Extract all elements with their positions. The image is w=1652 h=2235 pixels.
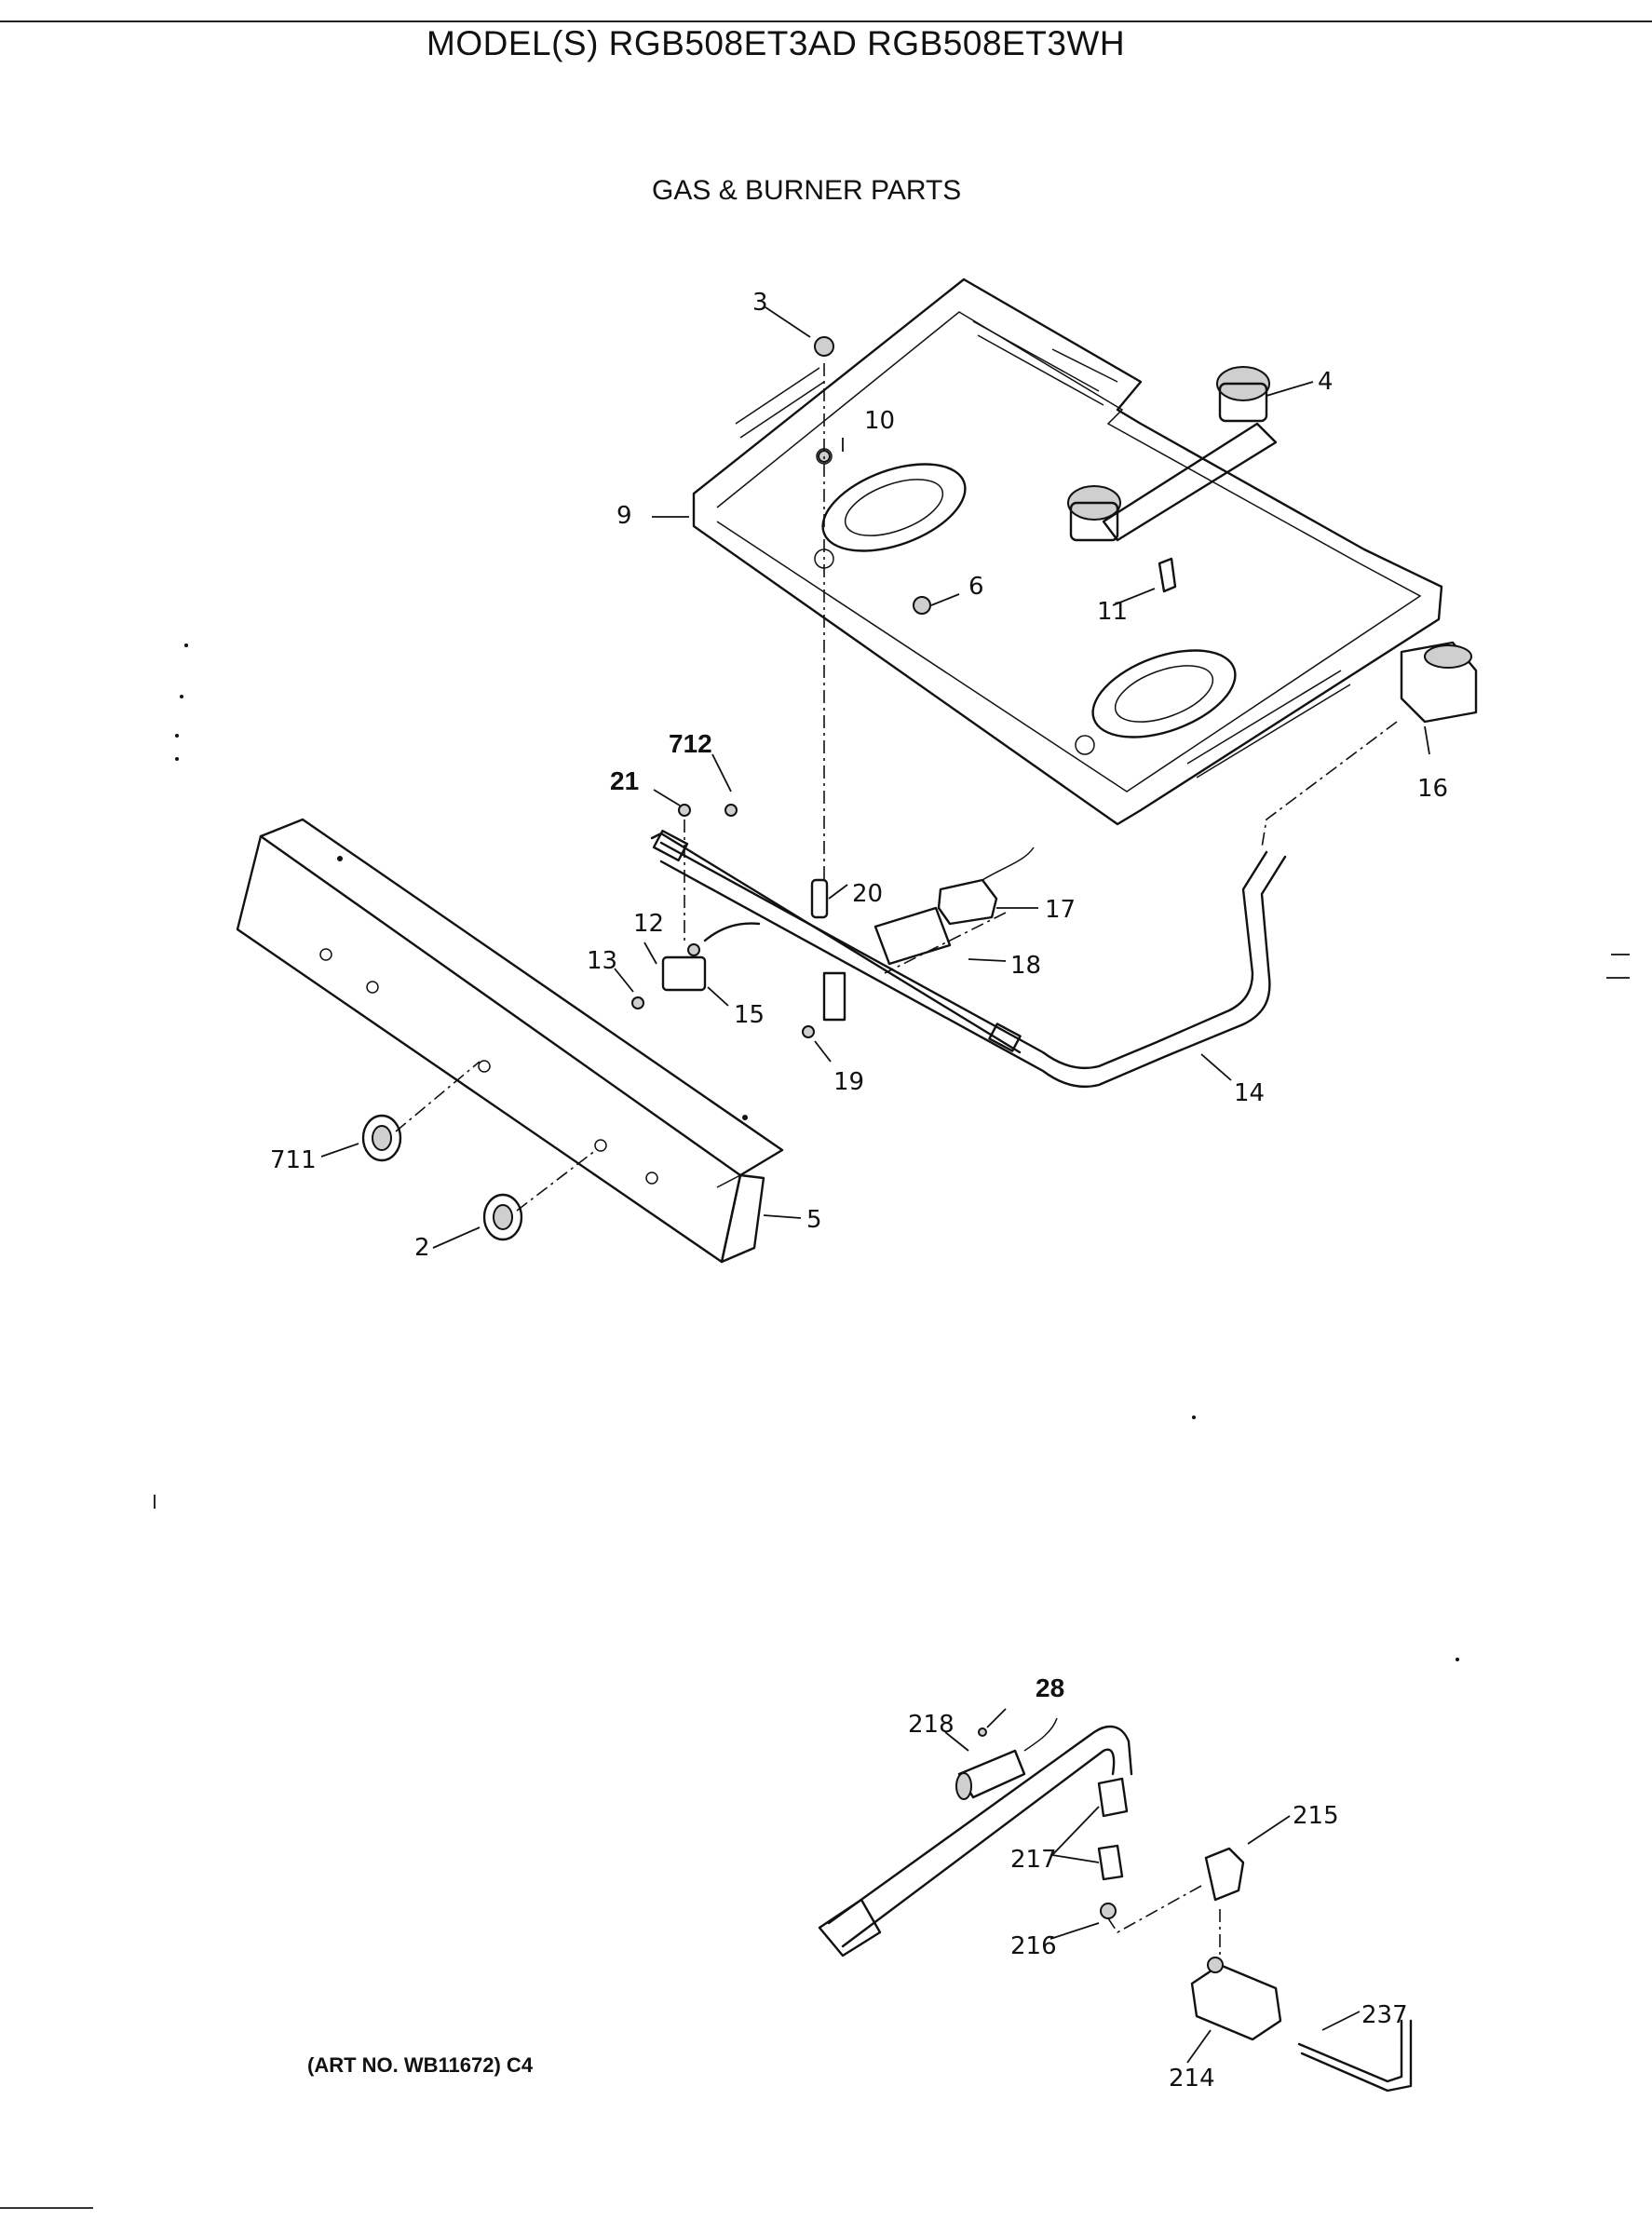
screw-3 [814, 336, 834, 357]
label-18: 18 [1010, 952, 1041, 980]
igniter-214 [1190, 1957, 1282, 2041]
bottom-rule [0, 2207, 93, 2209]
art-number: (ART NO. WB11672) C4 [307, 2053, 534, 2077]
leader-lines [320, 306, 1430, 2064]
oven-valve [631, 922, 761, 1009]
label-712: 712 [669, 729, 712, 758]
label-20: 20 [852, 880, 883, 908]
screw-712 [724, 804, 738, 817]
top-burner-valves [1067, 366, 1278, 542]
centerline-2 [516, 1149, 597, 1212]
label-5: 5 [806, 1206, 822, 1234]
label-4: 4 [1318, 368, 1334, 396]
label-17: 17 [1045, 896, 1076, 924]
label-15: 15 [734, 1001, 765, 1029]
centerline-17 [884, 912, 1007, 974]
scan-specks [154, 643, 1630, 1661]
valve-rail [650, 832, 1022, 1054]
screw-6 [913, 596, 931, 615]
centerline-711 [395, 1061, 481, 1132]
wire-237 [1297, 2019, 1403, 2083]
control-panel [236, 818, 784, 1264]
clip-11 [1158, 557, 1177, 593]
label-711: 711 [270, 1146, 317, 1174]
bracket-215 [1204, 1847, 1245, 1902]
screw-19 [802, 1025, 815, 1038]
screw-21 [678, 804, 691, 817]
label-237: 237 [1361, 2001, 1408, 2029]
label-3: 3 [752, 289, 768, 317]
label-214: 214 [1169, 2065, 1215, 2093]
model-title: MODEL(S) RGB508ET3AD RGB508ET3WH [427, 24, 1126, 62]
label-9: 9 [616, 502, 632, 530]
centerline-16 [1261, 721, 1398, 848]
label-19: 19 [833, 1068, 864, 1096]
label-11: 11 [1097, 598, 1128, 626]
knob-2 [482, 1193, 523, 1241]
manifold-pipe [652, 829, 1287, 1089]
pressure-regulator [1400, 641, 1478, 724]
label-216: 216 [1010, 1932, 1057, 1960]
label-14: 14 [1234, 1079, 1265, 1107]
oven-burner-tube [818, 1717, 1133, 1957]
label-13: 13 [587, 947, 617, 975]
label-2: 2 [414, 1234, 430, 1262]
label-217: 217 [1010, 1846, 1057, 1874]
label-218: 218 [908, 1711, 955, 1739]
section-title: GAS & BURNER PARTS [652, 175, 962, 206]
knob-711 [361, 1114, 402, 1162]
label-21: 21 [610, 766, 639, 795]
label-12: 12 [633, 910, 664, 938]
label-6: 6 [968, 573, 984, 601]
label-28: 28 [1036, 1673, 1064, 1702]
label-16: 16 [1417, 775, 1448, 803]
label-10: 10 [864, 407, 895, 435]
spark-module [810, 847, 1035, 966]
label-215: 215 [1293, 1802, 1339, 1830]
header-rule [0, 20, 1652, 22]
burner-box [692, 278, 1443, 826]
